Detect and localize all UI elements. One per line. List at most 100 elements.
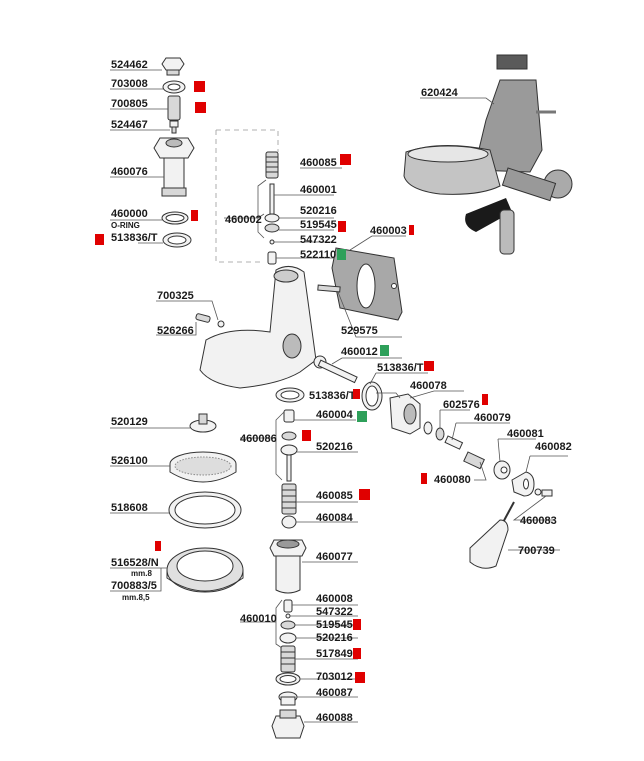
part-460008-insert[interactable] [283, 599, 293, 613]
part-526266-screw[interactable] [195, 313, 211, 323]
part-516528n-group-gasket[interactable] [166, 547, 244, 593]
part-520216-seat-a[interactable] [264, 213, 280, 223]
part-700805-filter-screen[interactable] [167, 95, 181, 121]
label-520216-c[interactable]: 520216 [316, 632, 353, 644]
label-520216-a[interactable]: 520216 [300, 205, 337, 217]
part-460076-fitting[interactable] [153, 137, 195, 197]
label-522110[interactable]: 522110 [300, 249, 336, 261]
label-517849[interactable]: 517849 [316, 648, 353, 660]
part-547322-ring-b[interactable] [285, 613, 291, 619]
label-703012[interactable]: 703012 [316, 671, 353, 683]
label-460079[interactable]: 460079 [474, 412, 511, 424]
label-620424[interactable]: 620424 [421, 87, 459, 99]
part-460079-pin[interactable] [444, 435, 464, 450]
label-700739[interactable]: 700739 [518, 545, 555, 557]
label-519545-b[interactable]: 519545 [316, 619, 353, 631]
label-460084[interactable]: 460084 [316, 512, 354, 524]
part-524467-screw[interactable] [169, 120, 179, 134]
label-526266[interactable]: 526266 [157, 325, 194, 337]
part-460078-fitting[interactable] [389, 393, 421, 435]
label-516528n[interactable]: 516528/N [111, 557, 159, 569]
part-703012-o-ring[interactable] [275, 672, 301, 686]
part-547322-ring-a[interactable] [269, 239, 275, 245]
label-460082[interactable]: 460082 [535, 441, 572, 453]
label-700325[interactable]: 700325 [157, 290, 194, 302]
label-518608[interactable]: 518608 [111, 502, 148, 514]
label-460088[interactable]: 460088 [316, 712, 353, 724]
label-460085-a[interactable]: 460085 [300, 157, 337, 169]
part-520216-seat-b[interactable] [280, 444, 298, 456]
label-602576[interactable]: 602576 [443, 399, 480, 411]
part-524462-cap-nut[interactable] [161, 57, 185, 76]
part-700325-washer[interactable] [217, 320, 225, 328]
label-524462[interactable]: 524462 [111, 59, 148, 71]
label-703008[interactable]: 703008 [111, 78, 148, 90]
label-547322-a[interactable]: 547322 [300, 234, 337, 246]
label-460086[interactable]: 460086 [240, 433, 277, 445]
part-520216-seat-c[interactable] [279, 632, 297, 644]
part-526100-shower-screen[interactable] [169, 451, 237, 483]
part-460085-spring-a[interactable] [265, 151, 279, 179]
part-460077-housing[interactable] [269, 539, 307, 594]
label-460000[interactable]: 460000 [111, 208, 148, 220]
label-460003[interactable]: 460003 [370, 225, 407, 237]
part-519545-disc-b[interactable] [280, 620, 296, 630]
part-520129-shower-screw[interactable] [189, 413, 217, 433]
label-513836t-a[interactable]: 513836/T [111, 232, 158, 244]
part-460084-cup[interactable] [281, 515, 297, 529]
label-529575[interactable]: 529575 [341, 325, 378, 337]
label-526100[interactable]: 526100 [111, 455, 148, 467]
part-460000-o-ring[interactable] [161, 211, 189, 225]
label-524467[interactable]: 524467 [111, 119, 148, 131]
label-460076[interactable]: 460076 [111, 166, 148, 178]
part-513836t-gasket-c[interactable] [275, 387, 305, 403]
label-700805[interactable]: 700805 [111, 98, 148, 110]
part-460086-disc[interactable] [281, 431, 297, 441]
part-460004-insert[interactable] [283, 409, 295, 423]
label-513836t-c[interactable]: 513836/T [309, 390, 356, 402]
label-460004[interactable]: 460004 [316, 409, 354, 421]
label-460008[interactable]: 460008 [316, 593, 353, 605]
label-547322-b[interactable]: 547322 [316, 606, 353, 618]
part-700739-knob[interactable] [469, 519, 509, 569]
label-700883[interactable]: 700883/5 [111, 580, 157, 592]
part-518608-gasket[interactable] [168, 491, 242, 529]
label-460087[interactable]: 460087 [316, 687, 353, 699]
label-460012[interactable]: 460012 [341, 346, 378, 358]
part-460085-spring-b[interactable] [281, 483, 297, 515]
part-460012-bolt[interactable] [313, 355, 358, 384]
label-460010[interactable]: 460010 [240, 613, 277, 625]
label-460077[interactable]: 460077 [316, 551, 353, 563]
part-460080-spring[interactable] [463, 451, 485, 470]
label-460001[interactable]: 460001 [300, 184, 337, 196]
part-522110-insert[interactable] [267, 251, 277, 265]
part-519545-disc-a[interactable] [264, 223, 280, 233]
part-513836t-gasket-a[interactable] [162, 232, 192, 248]
label-460078[interactable]: 460078 [410, 380, 447, 392]
label-520129[interactable]: 520129 [111, 416, 148, 428]
label-460080[interactable]: 460080 [434, 474, 471, 486]
part-460003-gasket-plate[interactable] [331, 247, 403, 321]
label-519545-a[interactable]: 519545 [300, 219, 337, 231]
part-602576-ring-b[interactable] [435, 427, 445, 441]
part-460083-sleeve[interactable] [541, 489, 553, 497]
part-460083-ring[interactable] [534, 488, 542, 496]
label-460081[interactable]: 460081 [507, 428, 544, 440]
part-513836t-gasket-b[interactable] [361, 381, 383, 411]
part-602576-ring-a[interactable] [423, 421, 433, 435]
part-460082-cam[interactable] [511, 471, 535, 497]
label-513836t-b[interactable]: 513836/T [377, 362, 424, 374]
part-460087-bushing[interactable] [278, 691, 298, 706]
part-517849-spring[interactable] [280, 645, 296, 673]
part-460081-nut[interactable] [493, 460, 511, 480]
label-520216-b[interactable]: 520216 [316, 441, 353, 453]
part-460001-stem[interactable] [269, 183, 275, 215]
part-529575-stud[interactable] [317, 284, 341, 293]
part-460086-stem[interactable] [286, 454, 292, 482]
part-620424-assembly-photo[interactable] [403, 54, 573, 255]
label-460083[interactable]: 460083 [520, 515, 557, 527]
part-460088-fitting[interactable] [271, 709, 305, 739]
label-460002[interactable]: 460002 [225, 214, 262, 226]
label-460085-b[interactable]: 460085 [316, 490, 353, 502]
part-group-head-body[interactable] [199, 266, 317, 389]
